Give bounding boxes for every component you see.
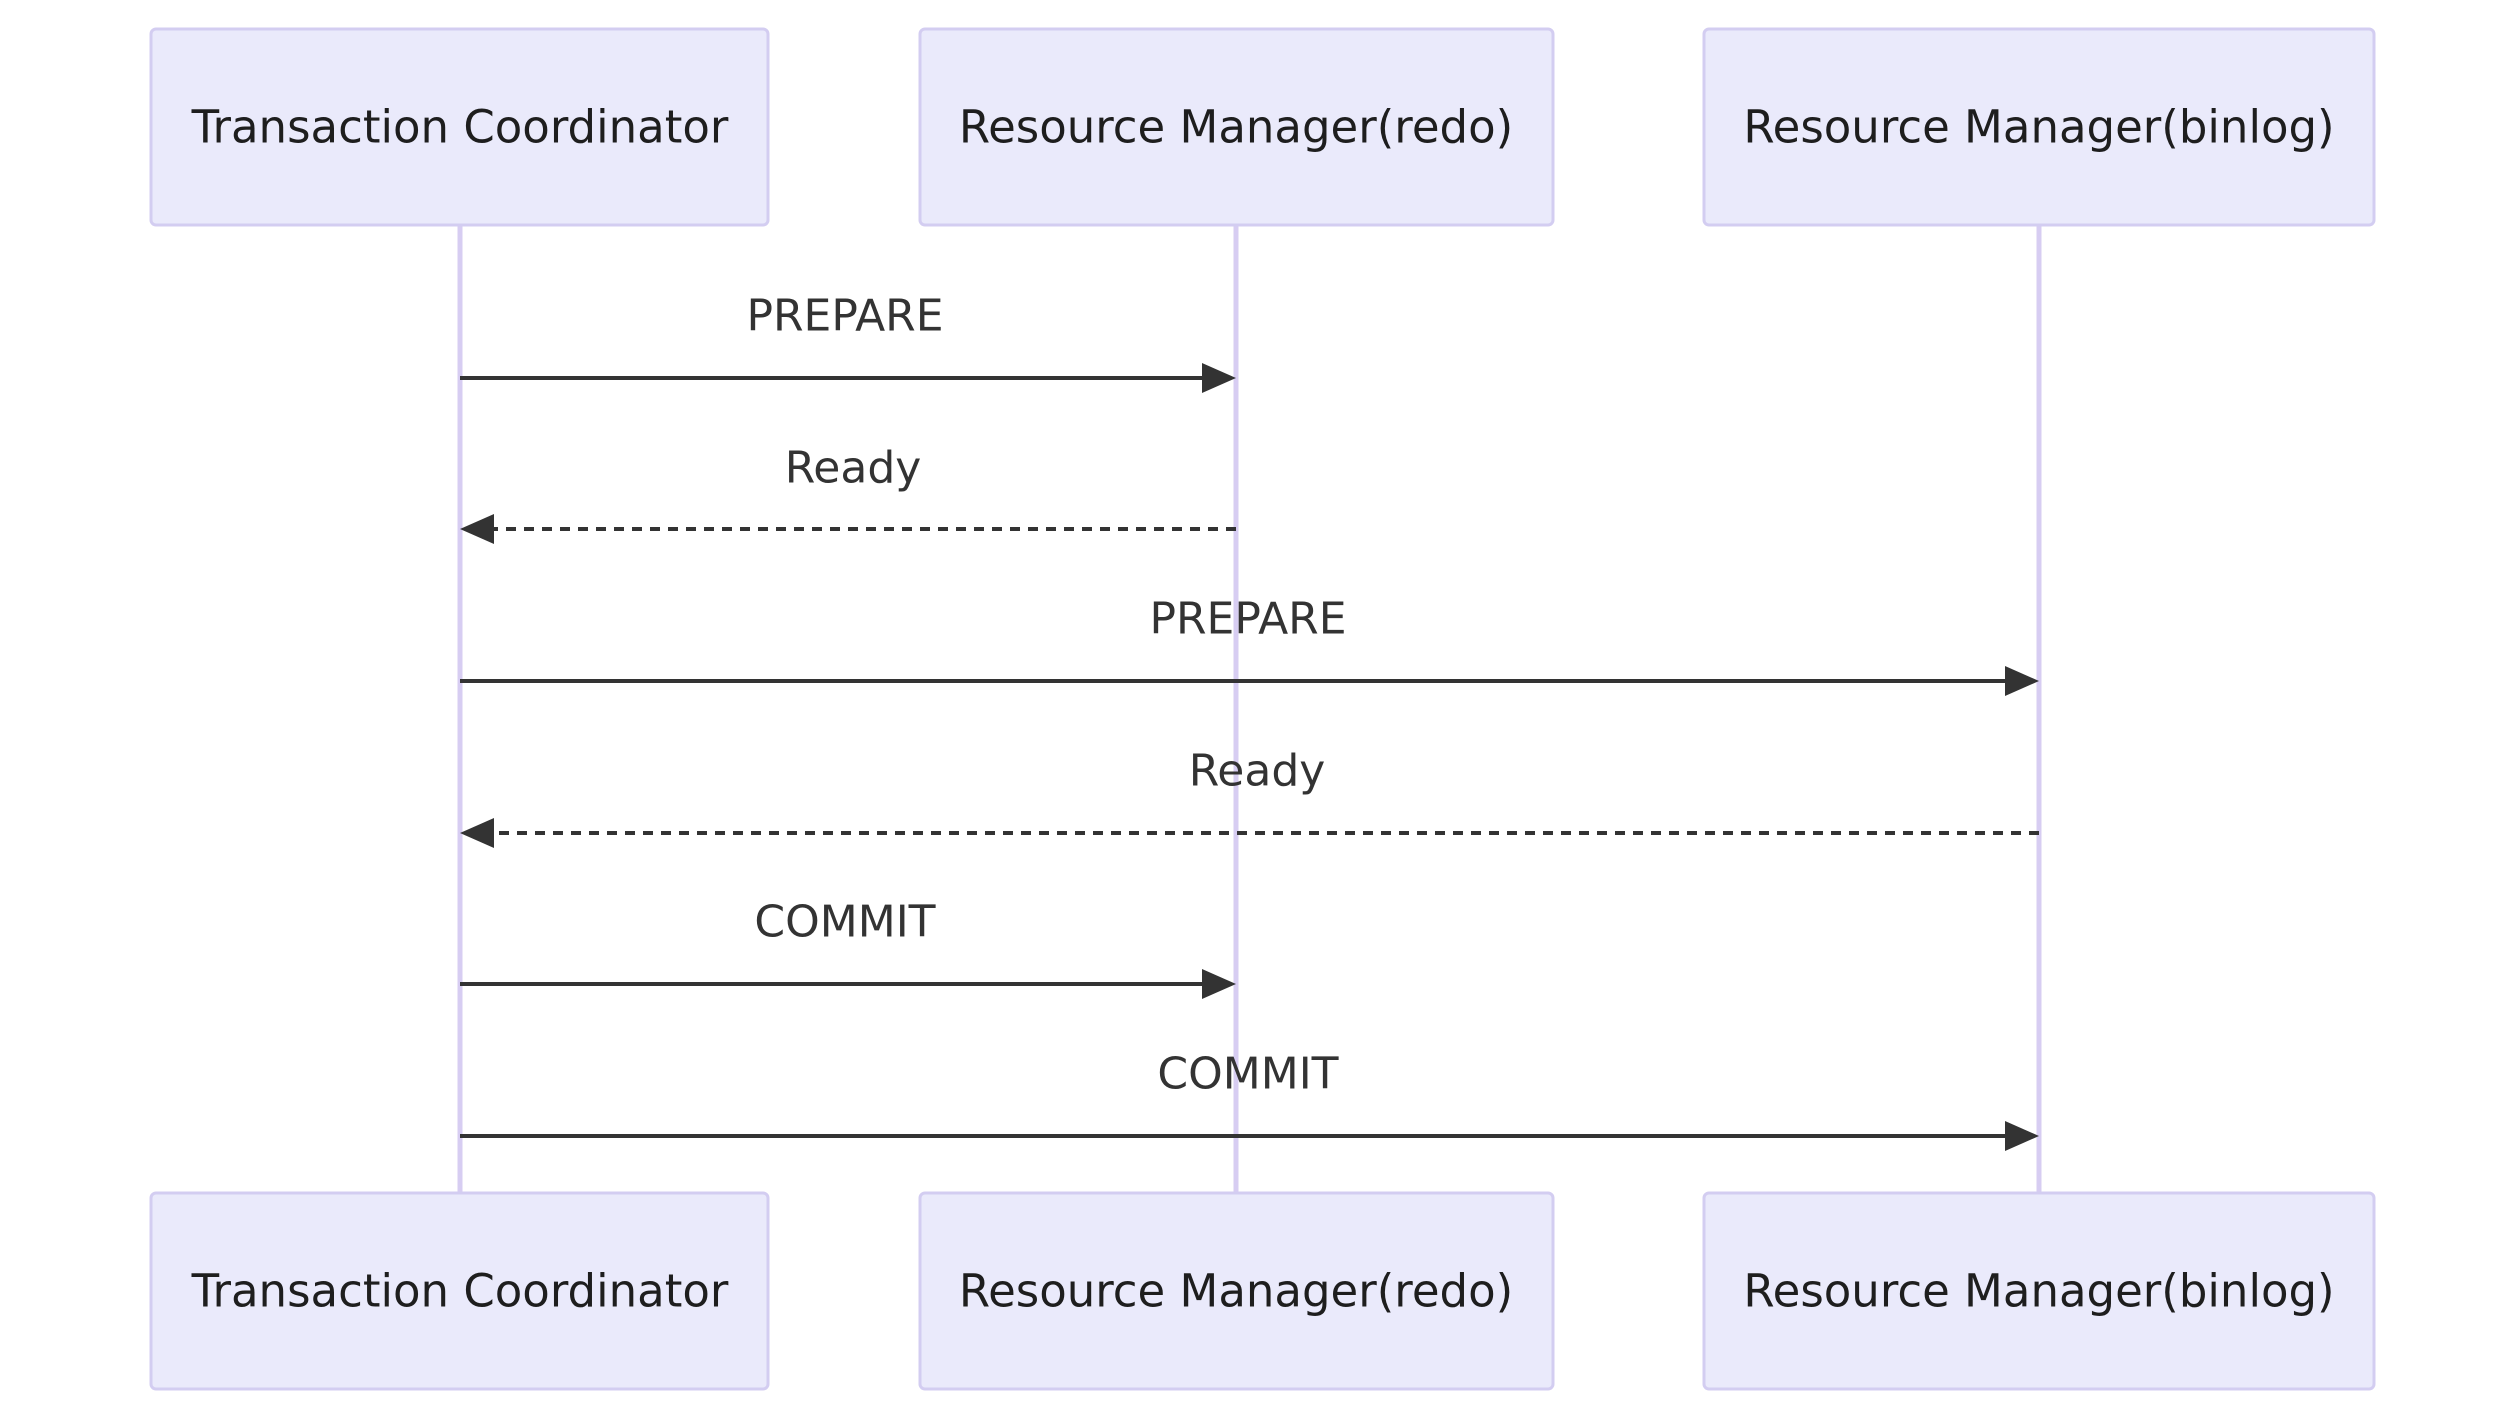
participant-label: Resource Manager(binlog) [1743,101,2334,154]
participant-box [918,27,1555,227]
message-label: PREPARE [1149,594,1346,645]
arrowhead-left-icon [460,514,494,544]
arrowhead-left-icon [460,818,494,848]
participant-resource-manager-binlog-bottom[interactable]: Resource Manager(binlog) [1702,1191,2376,1391]
message-label: PREPARE [746,291,943,342]
message-prepare-to-redo: PREPARE [460,291,1236,393]
arrowhead-right-icon [2005,1121,2039,1151]
message-label: COMMIT [1157,1049,1338,1100]
message-prepare-to-binlog: PREPARE [460,594,2039,696]
participant-box [149,27,770,227]
message-ready-from-redo: Ready [460,443,1236,544]
message-ready-from-binlog: Ready [460,746,2039,848]
participant-resource-manager-binlog[interactable]: Resource Manager(binlog) [1702,27,2376,227]
participant-label: Resource Manager(binlog) [1743,1265,2334,1318]
participant-resource-manager-redo[interactable]: Resource Manager(redo) [918,27,1555,227]
participant-box [1702,27,2376,227]
message-label: COMMIT [754,897,935,948]
arrowhead-right-icon [1202,969,1236,999]
participants-top: Transaction Coordinator Resource Manager… [149,27,2376,227]
participant-resource-manager-redo-bottom[interactable]: Resource Manager(redo) [918,1191,1555,1391]
participant-label: Resource Manager(redo) [959,101,1513,154]
participants-bottom: Transaction Coordinator Resource Manager… [149,1191,2376,1391]
participant-box [1702,1191,2376,1391]
message-commit-to-redo: COMMIT [460,897,1236,999]
participant-label: Transaction Coordinator [191,101,729,154]
message-label: Ready [785,443,922,494]
lifelines [457,225,2042,1193]
arrowhead-right-icon [2005,666,2039,696]
participant-box [149,1191,770,1391]
message-label: Ready [1189,746,1326,797]
arrowhead-right-icon [1202,363,1236,393]
participant-transaction-coordinator[interactable]: Transaction Coordinator [149,27,770,227]
participant-box [918,1191,1555,1391]
participant-transaction-coordinator-bottom[interactable]: Transaction Coordinator [149,1191,770,1391]
participant-label: Transaction Coordinator [191,1265,729,1318]
message-commit-to-binlog: COMMIT [460,1049,2039,1151]
participant-label: Resource Manager(redo) [959,1265,1513,1318]
messages: PREPARE Ready PREPARE Ready COMMIT [460,291,2039,1151]
